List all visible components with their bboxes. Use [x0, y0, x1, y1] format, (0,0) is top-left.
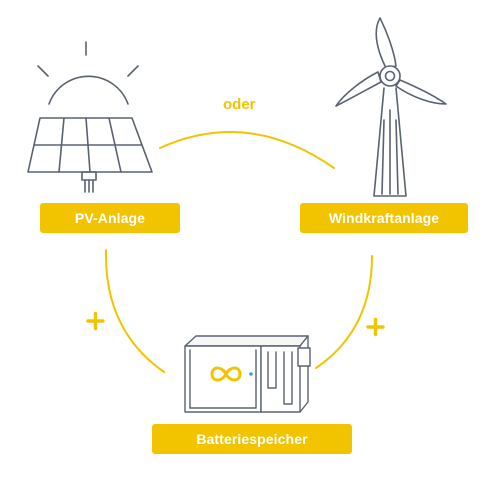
- arc-right-plus: [315, 255, 373, 369]
- infinity-logo-icon: [210, 366, 242, 382]
- wind-turbine-icon: [335, 17, 447, 197]
- or-label: oder: [223, 96, 256, 113]
- arc-left-plus: [104, 249, 165, 373]
- arc-top-oder: [159, 131, 335, 169]
- pv-system-label: PV-Anlage: [40, 203, 180, 233]
- battery-storage-icon: [184, 335, 311, 413]
- battery-storage-label: Batteriespeicher: [152, 424, 352, 454]
- solar-panel-icon: [27, 117, 153, 193]
- plus-icon: [86, 311, 105, 331]
- status-indicator-dot: [249, 372, 253, 376]
- connector-arcs: [104, 131, 373, 373]
- wind-turbine-label: Windkraftanlage: [300, 203, 468, 233]
- plus-icon: [366, 317, 385, 337]
- sun-rays-icon: [37, 41, 139, 105]
